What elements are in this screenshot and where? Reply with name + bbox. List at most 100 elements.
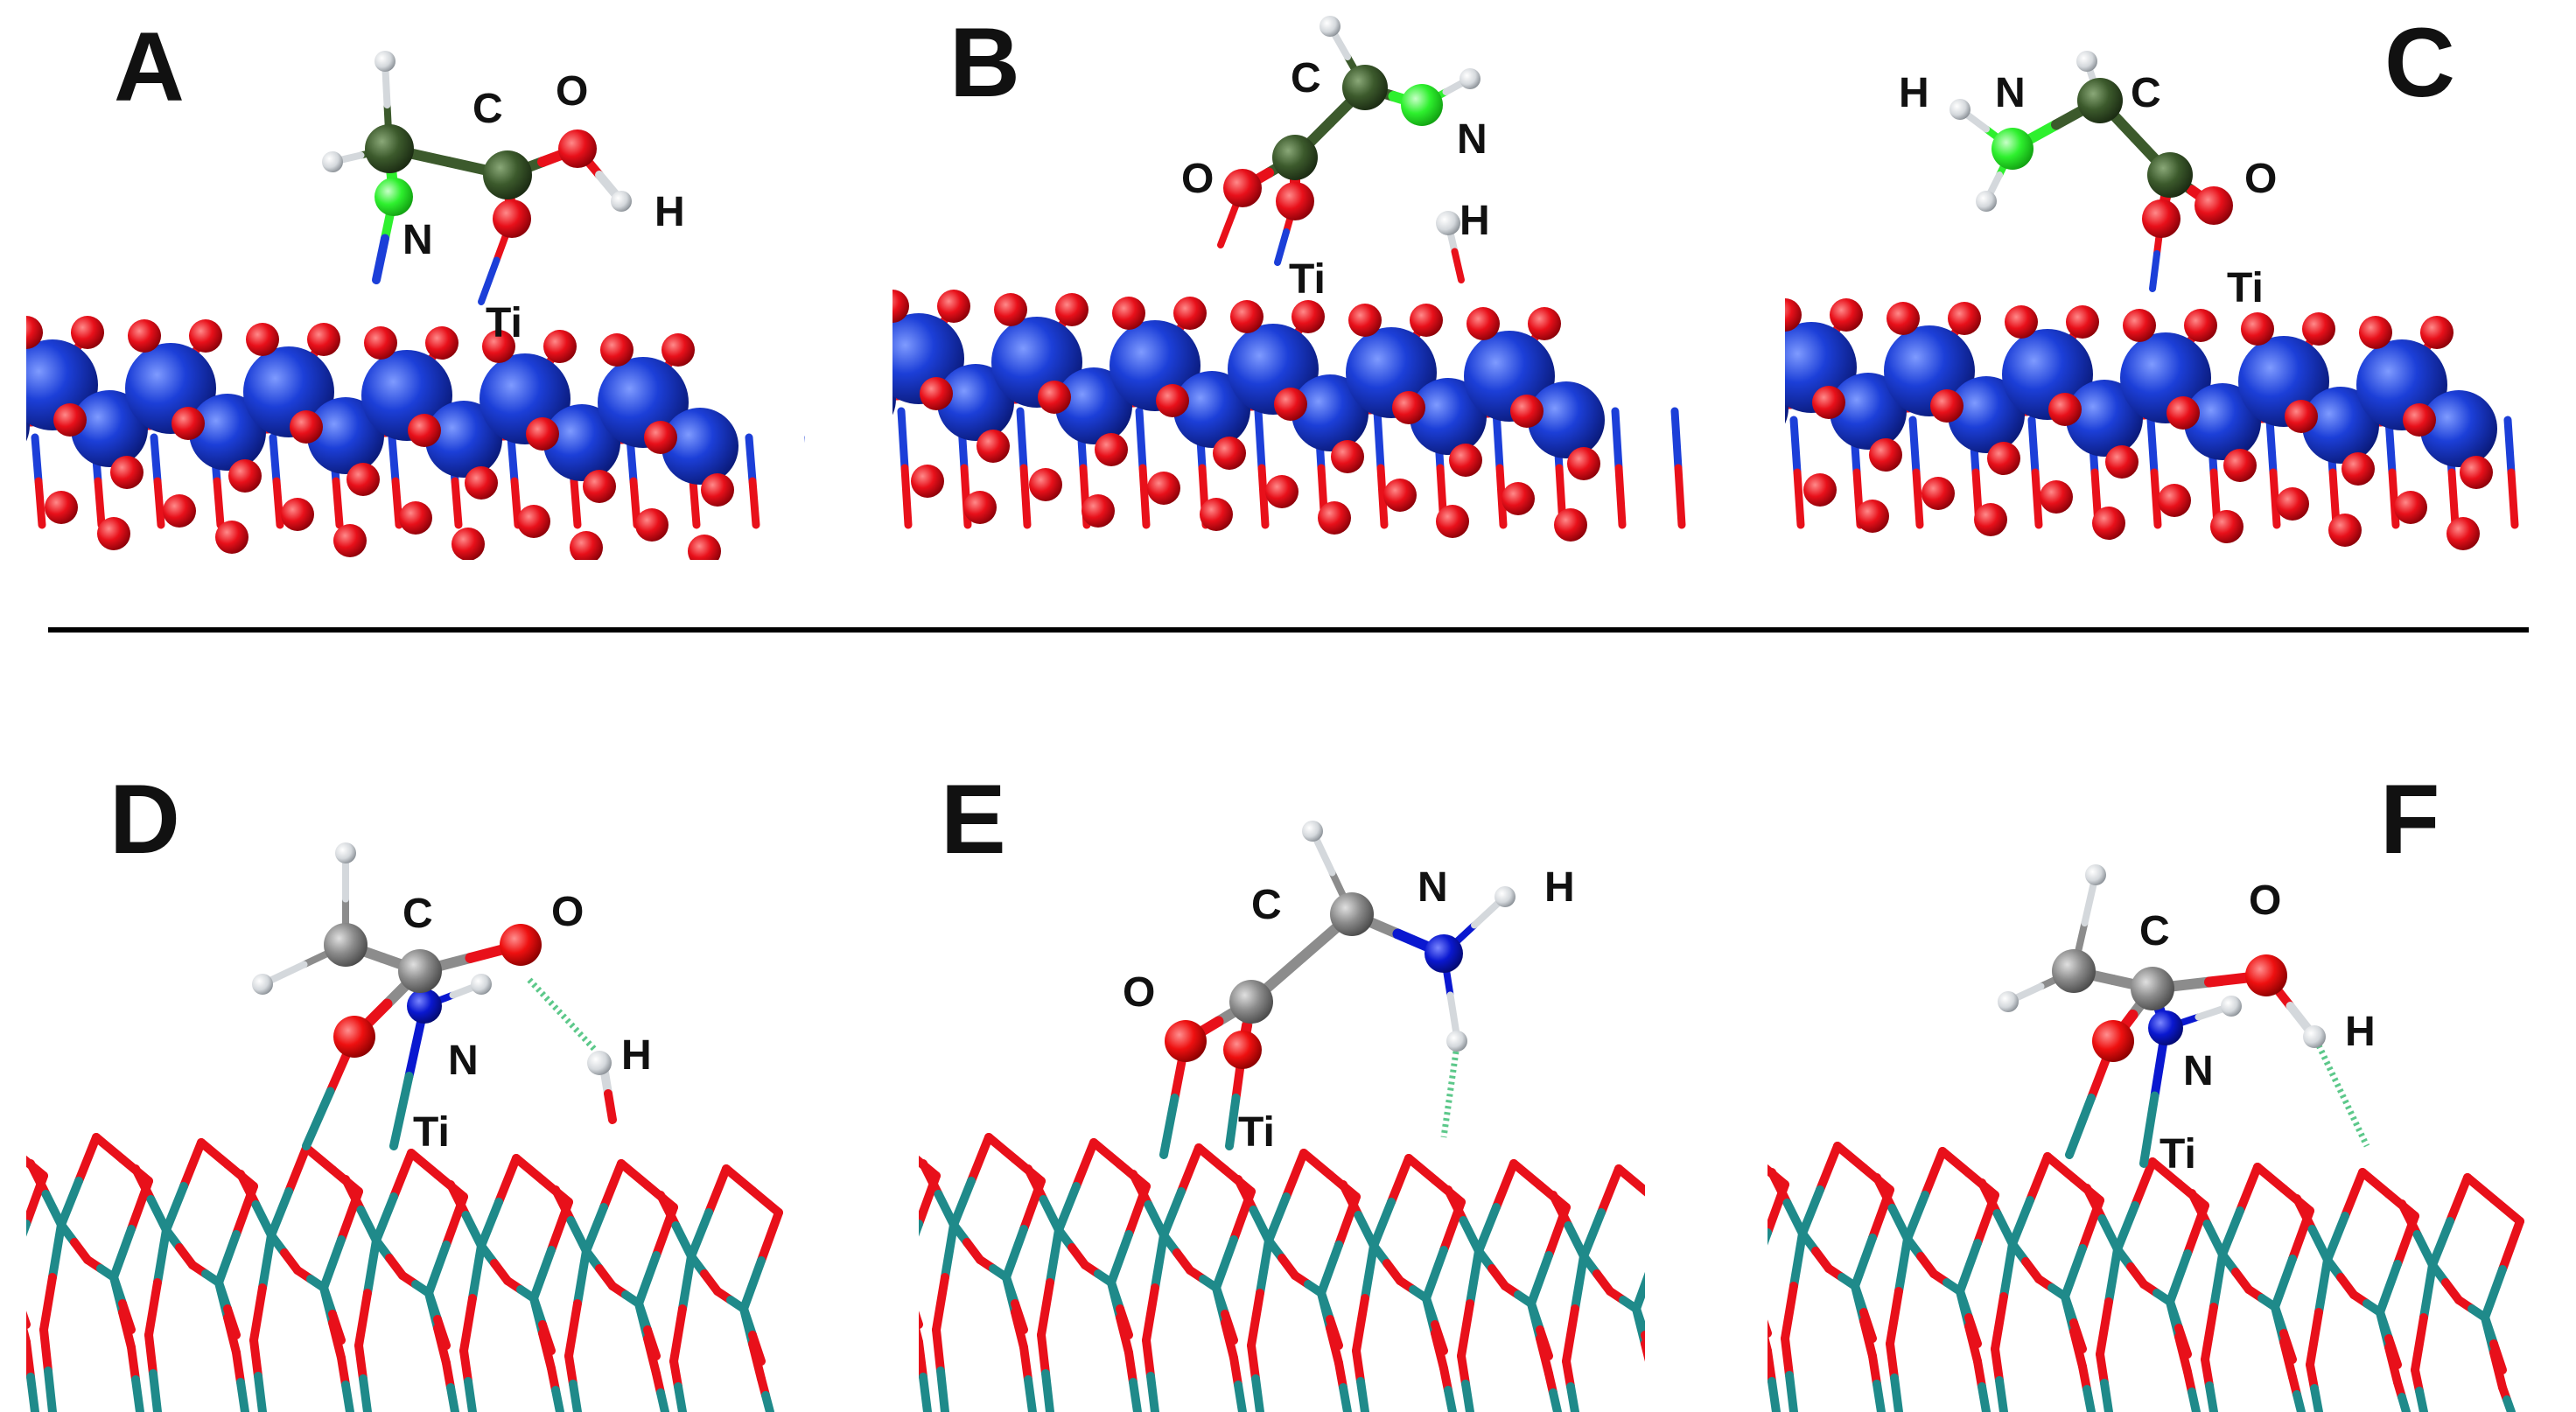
bond (26, 1338, 35, 1381)
oxygen-atom (2092, 1020, 2134, 1062)
panel-letter-b: B (949, 8, 1020, 117)
bond (1698, 1228, 1711, 1246)
bond (1991, 1292, 2008, 1353)
bond (1492, 1159, 1518, 1212)
bond (1680, 1333, 1684, 1373)
hydrogen-atom (322, 151, 343, 172)
bond (1734, 420, 1738, 472)
bond (1781, 1334, 1794, 1380)
bond (372, 1192, 398, 1245)
oxygen-atom (1213, 437, 1246, 470)
label-f-o: O (2249, 877, 2281, 924)
bond (1731, 403, 1751, 408)
bond (1737, 1272, 1750, 1281)
bond (1002, 1225, 1028, 1282)
bond (2328, 468, 2341, 529)
oxygen-atom (346, 463, 380, 496)
oxygen-atom (500, 924, 542, 966)
oxygen-atom (2142, 199, 2180, 238)
bond (236, 1170, 261, 1209)
bond (57, 1177, 83, 1229)
bond (687, 1208, 713, 1261)
oxygen-atom (1812, 386, 1845, 419)
oxygen-atom (110, 456, 144, 489)
bond (1221, 1310, 1238, 1345)
oxygen-atom (1856, 500, 1889, 533)
label-e-c: C (1251, 882, 1282, 928)
bond (1890, 1374, 1903, 1412)
hydrogen-atom (1446, 1031, 1467, 1052)
bond (1527, 1299, 1544, 1334)
bond (1339, 1180, 1363, 1220)
oxygen-atom (1567, 447, 1600, 480)
oxygen-atom (1803, 473, 1837, 507)
bond (2306, 1308, 2323, 1369)
oxygen-atom (1528, 307, 1561, 340)
bond (919, 1324, 923, 1346)
bond (1142, 1283, 1159, 1345)
label-d-c: C (402, 891, 433, 937)
bond (804, 435, 805, 444)
bond (2100, 1379, 2113, 1412)
bond (2269, 468, 2281, 529)
bond (1768, 1346, 1776, 1386)
carbon-atom (1330, 892, 1374, 936)
label-c-ti: Ti (2227, 265, 2264, 311)
bond (689, 477, 701, 529)
carbon-atom (1272, 135, 1318, 180)
bond (2096, 1297, 2113, 1359)
label-f-ti: Ti (2160, 1131, 2196, 1178)
bond (656, 1191, 681, 1230)
bond (1549, 1388, 1562, 1412)
bond (1159, 1187, 1186, 1240)
titanium-atom (2066, 380, 2143, 457)
bond (849, 1220, 862, 1237)
adsorbed-molecule (1159, 821, 1516, 1159)
oxygen-atom (2359, 316, 2392, 349)
bond (512, 1154, 547, 1185)
oxygen-atom (911, 465, 944, 498)
bond (451, 477, 463, 529)
bond (1833, 1142, 1868, 1172)
oxygen-atom (1383, 479, 1417, 512)
bond (1509, 1159, 1544, 1190)
oxygen-atom (558, 129, 597, 168)
oxygen-atom (128, 319, 161, 353)
bond (2384, 416, 2397, 477)
oxygen-atom (688, 535, 721, 560)
label-b-ti: Ti (1289, 256, 1326, 303)
oxygen-atom (2420, 316, 2454, 349)
bond (564, 1352, 578, 1388)
bond (1667, 311, 1680, 338)
oxygen-atom (1830, 298, 1863, 332)
bond (2463, 1173, 2498, 1204)
bond (424, 1241, 451, 1297)
titanium-atom (1830, 373, 1907, 450)
bond (1151, 1231, 1168, 1292)
bond (328, 1310, 346, 1345)
bond (1670, 407, 1683, 472)
oxygen-atom (1173, 297, 1207, 330)
titanium-atom (26, 409, 30, 442)
bond (232, 1348, 245, 1387)
oxygen-atom (408, 414, 441, 447)
oxygen-atom (2241, 312, 2274, 346)
bond (1177, 1143, 1203, 1196)
bond (1466, 1247, 1483, 1308)
bond (1274, 228, 1290, 266)
oxygen-atom (1318, 501, 1351, 535)
bond (2271, 1303, 2288, 1338)
oxygen-atom (1200, 498, 1233, 531)
bond (892, 392, 901, 401)
oxygen-atom (2048, 393, 2082, 426)
bond (1492, 407, 1504, 472)
carbon-atom (324, 923, 368, 967)
oxygen-atom (2328, 514, 2362, 547)
label-e-h: H (1544, 864, 1575, 911)
bond (573, 1247, 591, 1308)
bond (788, 329, 801, 355)
bond (1107, 1278, 1124, 1313)
oxygen-atom (758, 286, 791, 319)
bond (1921, 1147, 1947, 1199)
bond (1571, 1252, 1588, 1313)
